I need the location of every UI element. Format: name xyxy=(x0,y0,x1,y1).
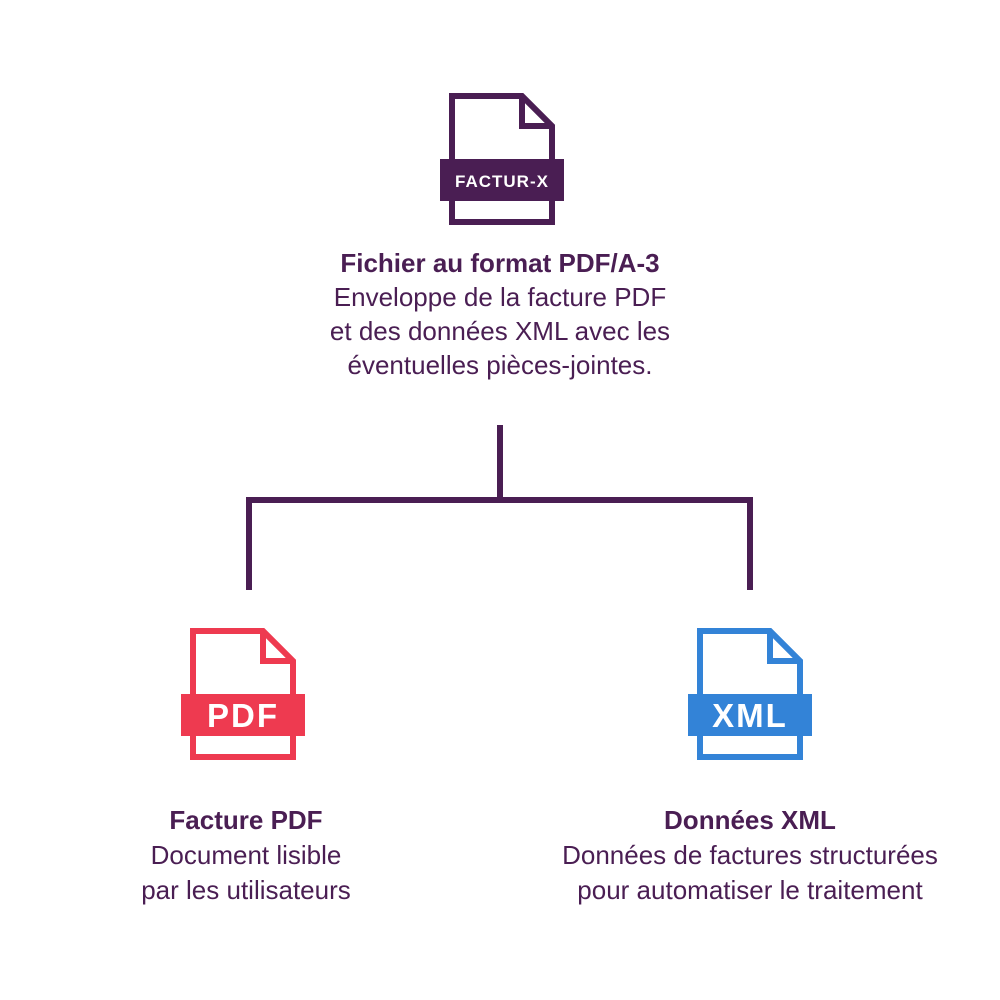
pdf-node-title: Facture PDF xyxy=(169,805,323,835)
pdf-node-text: Facture PDF Document lisible par les uti… xyxy=(46,803,446,908)
connector-right-drop xyxy=(747,497,753,590)
file-banner xyxy=(688,694,812,736)
xml-node-title: Données XML xyxy=(664,805,836,835)
folded-corner xyxy=(260,631,293,664)
folded-corner xyxy=(767,631,800,664)
root-node-description-line: et des données XML avec les xyxy=(329,316,671,346)
xml-node-text: Données XML Données de factures structur… xyxy=(525,803,975,908)
root-node-description-line: éventuelles pièces-jointes. xyxy=(347,350,653,380)
factur-x-file-icon: FACTUR-X xyxy=(440,93,564,225)
root-node-title: Fichier au format PDF/A-3 xyxy=(340,248,660,278)
pdf-node-description-line: Document lisible xyxy=(150,840,342,870)
file-banner xyxy=(440,159,564,201)
factur-x-banner-label: FACTUR-X xyxy=(455,172,549,191)
pdf-file-icon: PDF xyxy=(181,628,305,760)
root-node-text: Fichier au format PDF/A-3 Enveloppe de l… xyxy=(250,246,750,382)
xml-file-icon: XML xyxy=(688,628,812,760)
connector-horizontal xyxy=(246,497,753,503)
root-node-description-line: Enveloppe de la facture PDF xyxy=(333,282,667,312)
xml-node-description-line: Données de factures structurées xyxy=(562,840,938,870)
connector-left-drop xyxy=(246,497,252,590)
pdf-banner-label: PDF xyxy=(207,697,279,734)
folded-corner xyxy=(519,96,552,129)
xml-node-description-line: pour automatiser le traitement xyxy=(577,875,923,905)
file-banner xyxy=(181,694,305,736)
xml-banner-label: XML xyxy=(712,697,788,734)
pdf-node-description-line: par les utilisateurs xyxy=(141,875,351,905)
connector-stem xyxy=(497,425,503,500)
